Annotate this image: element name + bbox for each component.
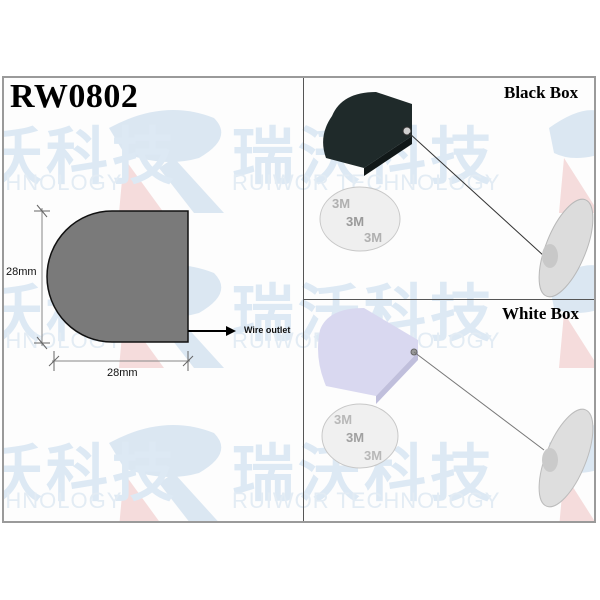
product-spec-panel: 瑞沃科技 RUIWOR TECHNOLOGY 瑞沃科技 RUIWOR TECHN… — [2, 76, 596, 523]
height-dimension-label: 28mm — [6, 266, 37, 278]
dimension-diagram — [34, 204, 236, 371]
svg-text:3M: 3M — [346, 214, 364, 229]
svg-text:3M: 3M — [364, 230, 382, 245]
svg-text:3M: 3M — [332, 196, 350, 211]
black-box-label: Black Box — [504, 83, 579, 102]
wire-outlet-label: Wire outlet — [244, 325, 291, 335]
svg-text:3M: 3M — [334, 412, 352, 427]
model-number: RW0802 — [10, 78, 139, 115]
watermark-logo-icon — [109, 110, 224, 213]
width-dimension-label: 28mm — [107, 367, 138, 379]
white-box-label: White Box — [502, 304, 579, 323]
black-box-product-image: 3M 3M 3M — [319, 92, 594, 298]
watermark-logo-icon — [109, 425, 222, 521]
svg-text:3M: 3M — [364, 448, 382, 463]
white-box-product-image: 3M 3M 3M — [318, 308, 594, 508]
vertical-divider — [303, 78, 304, 521]
horizontal-divider — [304, 299, 594, 300]
svg-text:3M: 3M — [346, 430, 364, 445]
